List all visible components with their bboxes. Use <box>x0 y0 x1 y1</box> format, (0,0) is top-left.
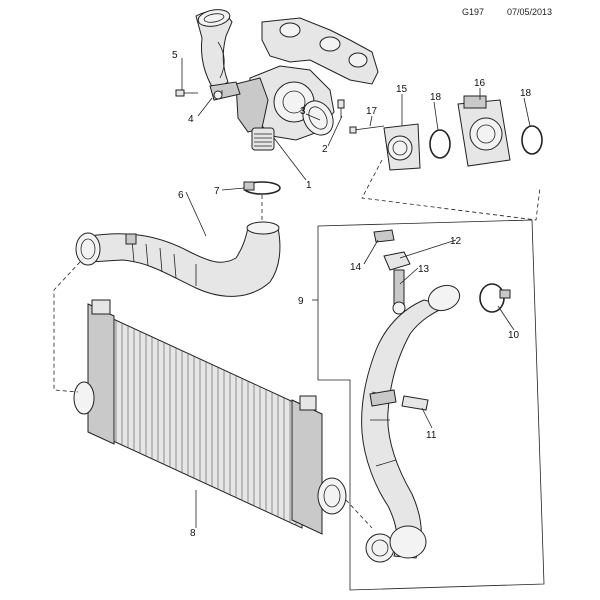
throttle-body-16[interactable] <box>457 95 511 167</box>
bracket-14[interactable] <box>373 229 395 243</box>
callout-3: 3 <box>300 106 306 117</box>
callout-18-left: 18 <box>430 92 442 103</box>
callout-18-right: 18 <box>520 88 532 99</box>
hose-clamp-7[interactable] <box>243 181 281 195</box>
callout-9: 9 <box>298 296 304 307</box>
callout-17: 17 <box>366 106 378 117</box>
seal-ring-18-right[interactable] <box>521 125 543 155</box>
diagram-code: G197 <box>462 7 485 17</box>
callout-8: 8 <box>190 528 196 539</box>
flange-15[interactable] <box>383 123 421 171</box>
sensor-13[interactable] <box>392 269 406 315</box>
seal-ring-18-left[interactable] <box>429 129 451 159</box>
callout-16: 16 <box>474 78 486 89</box>
connection-lines <box>53 90 541 529</box>
callout-7: 7 <box>214 186 220 197</box>
callout-13: 13 <box>418 264 430 275</box>
clamp-10[interactable] <box>479 283 511 313</box>
turbocharger-assembly[interactable] <box>235 17 379 151</box>
leader-lines <box>181 58 531 528</box>
charge-air-hose-6[interactable] <box>75 221 281 297</box>
pipe-clamp-4[interactable] <box>209 81 241 101</box>
bolt-5[interactable] <box>175 89 198 97</box>
intercooler-8[interactable] <box>73 299 347 535</box>
callout-11: 11 <box>426 430 437 441</box>
callout-labels: 1 2 3 4 5 6 7 8 9 10 11 12 13 14 15 16 1… <box>172 50 532 539</box>
clamp-11[interactable] <box>369 389 429 411</box>
charge-air-pipe[interactable] <box>361 281 464 563</box>
bolt-17[interactable] <box>349 125 385 134</box>
bolt-2[interactable] <box>337 99 345 118</box>
callout-15: 15 <box>396 84 408 95</box>
callout-4: 4 <box>188 114 194 125</box>
callout-5: 5 <box>172 50 178 61</box>
callout-12: 12 <box>450 236 462 247</box>
callout-6: 6 <box>178 190 184 201</box>
callout-2: 2 <box>322 144 328 155</box>
diagram-date: 07/05/2013 <box>507 7 553 17</box>
turbo-intake-elbow[interactable] <box>195 7 233 91</box>
callout-1: 1 <box>306 180 312 191</box>
callout-14: 14 <box>350 262 362 273</box>
group-frame-9 <box>317 219 545 591</box>
sensor-connector-12[interactable] <box>383 251 411 271</box>
callout-10: 10 <box>508 330 520 341</box>
